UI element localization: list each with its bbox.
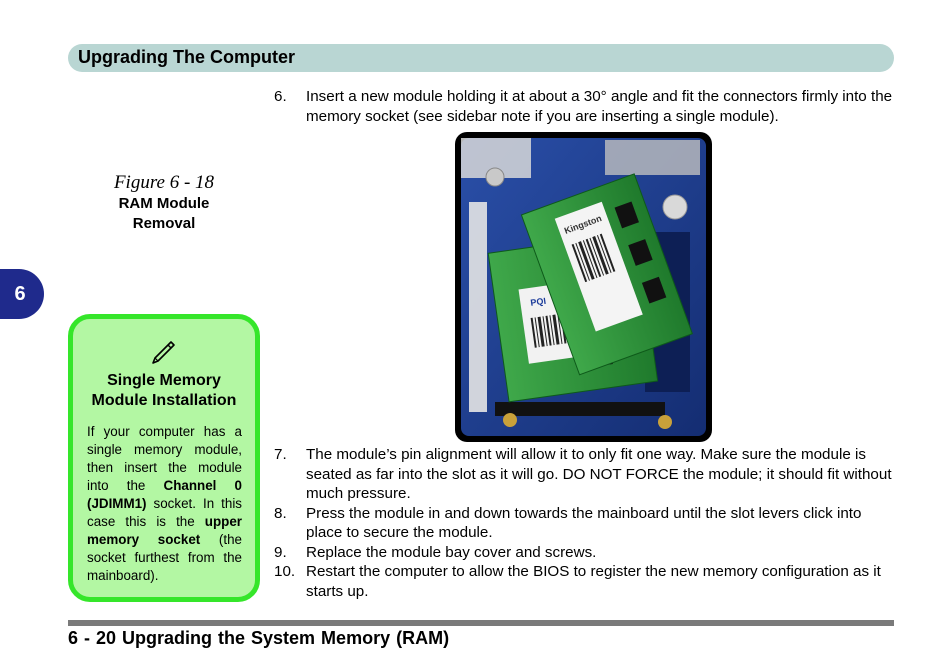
step-number: 10. [274,563,296,580]
barcode-lower [530,313,570,348]
step-number: 6. [274,88,287,105]
footer-rule [68,620,894,626]
step-text: Restart the computer to allow the BIOS t… [306,563,881,600]
step-text: The module’s pin alignment will allow it… [306,446,892,502]
screw-post [485,167,505,187]
step-text: Insert a new module holding it at about … [306,88,893,125]
ram-chip [614,201,639,229]
pencil-note-icon [152,341,175,364]
chassis-edge [605,140,700,175]
ram-brand-label: PQI [530,296,547,308]
step-number: 7. [274,446,287,463]
screw-hole [658,415,672,429]
barcode-upper [571,233,616,283]
footer-title: 6 - 20 Upgrading the System Memory (RAM) [68,628,450,648]
chapter-tab: 6 [0,269,44,319]
ram-chip [641,276,667,304]
sidebar-body: If your computer has a single memory mod… [87,423,242,585]
ram-module-photo: PQI Kingston [455,132,712,442]
chapter-title: Upgrading The Computer [78,47,295,67]
step-text: Press the module in and down towards the… [306,504,862,542]
screw-hole [503,413,517,427]
step-item: 10. Restart the computer to allow the BI… [274,562,894,601]
sidebar-text: socket. In this case this is the [87,496,242,529]
figure-title-line2: Removal [132,215,196,232]
sidebar-bold-socket: upper memory socket [87,514,242,547]
lower-slot [495,402,665,416]
metal-bracket [469,202,487,412]
step-item: 6. Insert a new module holding it at abo… [274,87,894,126]
coin-battery [662,194,688,220]
sidebar-title: Single Memory Module Installation [73,371,255,411]
step-text: Replace the module bay cover and screws. [306,543,597,561]
ram-sticker-upper [554,201,643,332]
sidebar-text: (the socket furthest from the mainboard)… [87,532,243,583]
sidebar-note: Single Memory Module Installation If you… [68,314,260,602]
step-number: 9. [274,543,287,561]
figure-number: Figure 6 - 18 [113,172,215,193]
step-item: 7. The module’s pin alignment will allow… [274,445,894,504]
step-number: 8. [274,504,287,522]
sidebar-title-line2: Module Installation [91,392,237,409]
sidebar-text: If your computer has a single memory mod… [87,424,242,493]
steps-list-top: 6. Insert a new module holding it at abo… [274,87,894,126]
figure-title-line1: RAM Module [118,195,210,212]
sidebar-bold-channel: Channel 0 (JDIMM1) [87,478,242,511]
step-item: 9. Replace the module bay cover and scre… [274,543,894,563]
sidebar-title-line1: Single Memory [107,372,221,389]
chapter-header-bar: Upgrading The Computer [68,44,894,72]
step-item: 8. Press the module in and down towards … [274,504,894,543]
figure-caption: Figure 6 - 18 RAM Module Removal [68,172,260,234]
steps-list-bottom: 7. The module’s pin alignment will allow… [274,445,894,601]
chapter-number: 6 [14,282,26,305]
ram-chip [628,239,653,266]
ram-photo-illustration: PQI Kingston [461,138,706,436]
